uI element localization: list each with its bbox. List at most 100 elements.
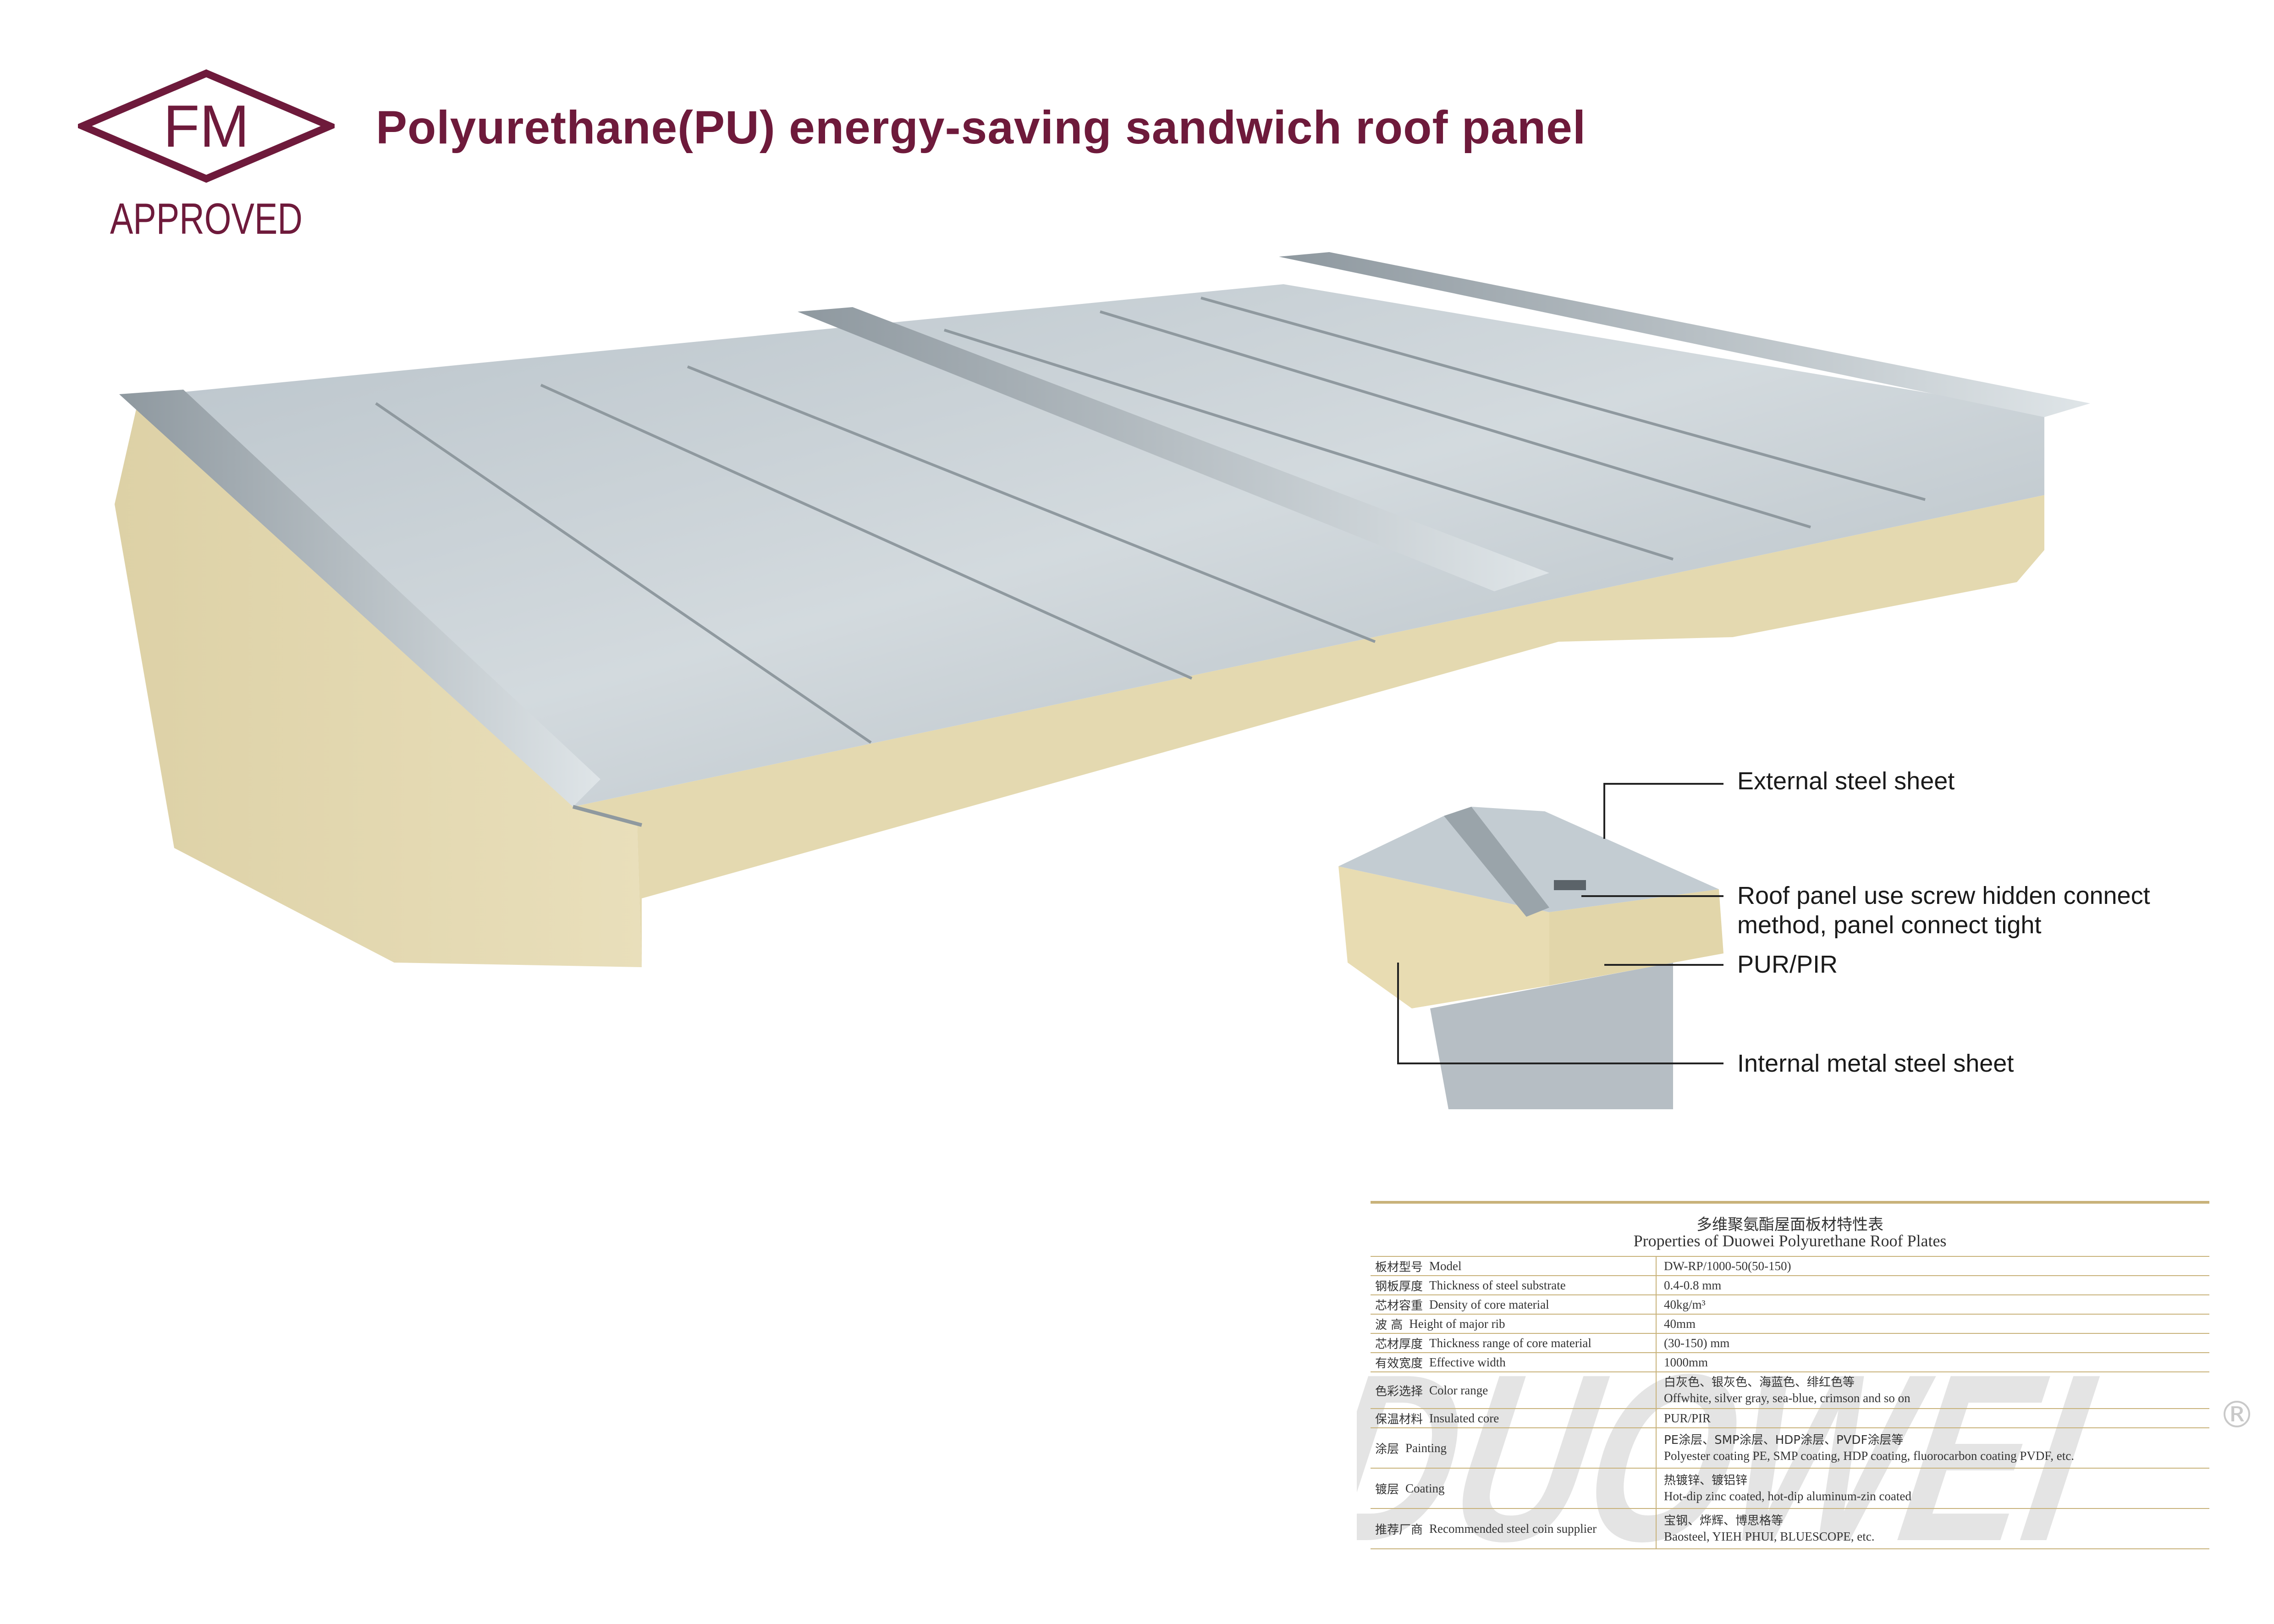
row-label-en: Thickness of steel substrate xyxy=(1429,1278,1566,1292)
table-row: 芯材容重 Density of core material 40kg/m³ xyxy=(1371,1294,2209,1314)
row-value-line: 白灰色、银灰色、海蓝色、绯红色等 xyxy=(1664,1376,1855,1389)
column-divider xyxy=(1656,1509,1657,1548)
row-value: 白灰色、银灰色、海蓝色、绯红色等 Offwhite, silver gray, s… xyxy=(1664,1372,2205,1408)
row-value-line: 宝钢、烨辉、博思格等 xyxy=(1664,1514,1784,1528)
foam-core-front xyxy=(115,403,642,967)
callout-hidden-connect-line2: method, panel connect tight xyxy=(1737,911,2042,939)
panel-edge-lip xyxy=(572,805,643,827)
minor-rib xyxy=(375,402,872,744)
fm-approved-logo: FM APPROVED xyxy=(73,69,340,243)
row-label-en: Height of major rib xyxy=(1409,1316,1505,1331)
row-label-en: Recommended steel coin supplier xyxy=(1429,1521,1597,1536)
row-label-cn: 色彩选择 xyxy=(1375,1384,1423,1398)
duowei-watermark: DUOWEI xyxy=(1357,1325,2109,1568)
column-divider xyxy=(1656,1334,1657,1352)
foam-core-side xyxy=(573,495,2044,967)
row-label-cn: 芯材容重 xyxy=(1375,1299,1423,1313)
row-value-line: Baosteel, YIEH PHUI, BLUESCOPE, etc. xyxy=(1664,1530,1875,1543)
table-row: 涂层 Painting PE涂层、SMP涂层、HDP涂层、PVDF涂层等 Polyes… xyxy=(1371,1427,2209,1468)
row-label-cn: 有效宽度 xyxy=(1375,1356,1423,1371)
row-label: 芯材厚度 Thickness range of core material xyxy=(1375,1334,1650,1352)
row-value-line: DW-RP/1000-50(50-150) xyxy=(1664,1259,1791,1273)
column-divider xyxy=(1656,1372,1657,1408)
row-label: 推荐厂商 Recommended steel coin supplier xyxy=(1375,1509,1650,1548)
svg-text:DUOWEI: DUOWEI xyxy=(1357,1325,2109,1568)
column-divider xyxy=(1656,1276,1657,1294)
row-value-line: PUR/PIR xyxy=(1664,1411,1711,1425)
callout-internal-steel: Internal metal steel sheet xyxy=(1737,1050,2014,1077)
row-label-cn: 镀层 xyxy=(1375,1482,1399,1497)
roof-panel-illustration xyxy=(115,252,2090,967)
row-label-en: Color range xyxy=(1429,1383,1488,1397)
row-value-line: Offwhite, silver gray, sea-blue, crimson… xyxy=(1664,1391,1911,1405)
column-divider xyxy=(1656,1315,1657,1333)
row-label-cn: 涂层 xyxy=(1375,1442,1399,1456)
minor-rib xyxy=(687,365,1376,643)
row-label: 涂层 Painting xyxy=(1375,1428,1650,1468)
row-value-line: Polyester coating PE, SMP coating, HDP c… xyxy=(1664,1449,2074,1463)
row-label-en: Coating xyxy=(1405,1481,1445,1495)
minor-rib xyxy=(540,384,1193,680)
row-label-en: Painting xyxy=(1405,1441,1447,1455)
fm-mark-text: FM xyxy=(163,93,249,160)
external-steel-top xyxy=(138,284,2044,807)
minor-rib xyxy=(1200,297,1926,501)
row-label-cn: 推荐厂商 xyxy=(1375,1523,1423,1537)
row-value: 40kg/m³ xyxy=(1664,1295,2205,1314)
column-divider xyxy=(1656,1353,1657,1371)
row-label-cn: 钢板厚度 xyxy=(1375,1279,1423,1294)
table-row: 芯材厚度 Thickness range of core material (30-… xyxy=(1371,1333,2209,1352)
major-rib-left xyxy=(119,390,600,807)
column-divider xyxy=(1656,1257,1657,1275)
row-value: PUR/PIR xyxy=(1664,1409,2205,1427)
callout-core: PUR/PIR xyxy=(1737,951,1838,978)
row-label-en: Insulated core xyxy=(1429,1411,1499,1425)
row-value: 宝钢、烨辉、博思格等 Baosteel, YIEH PHUI, BLUESCOPE… xyxy=(1664,1509,2205,1548)
page-title: Polyurethane(PU) energy-saving sandwich … xyxy=(376,101,1586,154)
row-label-cn: 保温材料 xyxy=(1375,1412,1423,1426)
row-value-line: Hot-dip zinc coated, hot-dip aluminum-zi… xyxy=(1664,1489,1911,1503)
row-value-line: 0.4-0.8 mm xyxy=(1664,1278,1722,1292)
row-value: PE涂层、SMP涂层、HDP涂层、PVDF涂层等 Polyester coatin… xyxy=(1664,1428,2205,1468)
fm-diamond-mark: FM APPROVED xyxy=(73,69,340,243)
table-top-rule xyxy=(1371,1201,2209,1204)
detail-external-steel xyxy=(1338,807,1719,912)
minor-rib xyxy=(944,329,1674,561)
table-row: 推荐厂商 Recommended steel coin supplier 宝钢、烨辉… xyxy=(1371,1508,2209,1548)
properties-table: 多维聚氨酯屋面板材特性表 Properties of Duowei Polyur… xyxy=(1371,1201,2209,1568)
row-value-line: 热镀锌、镀铝锌 xyxy=(1664,1474,1748,1487)
column-divider xyxy=(1656,1469,1657,1508)
column-divider xyxy=(1656,1295,1657,1314)
table-title-en: Properties of Duowei Polyurethane Roof P… xyxy=(1633,1232,1947,1250)
column-divider xyxy=(1656,1409,1657,1427)
row-label-en: Thickness range of core material xyxy=(1429,1336,1591,1350)
row-value-line: PE涂层、SMP涂层、HDP涂层、PVDF涂层等 xyxy=(1664,1433,1904,1447)
row-label: 钢板厚度 Thickness of steel substrate xyxy=(1375,1276,1650,1294)
major-rib-mid xyxy=(798,307,1549,591)
row-label-en: Effective width xyxy=(1429,1355,1506,1369)
row-value-line: 1000mm xyxy=(1664,1355,1708,1369)
row-label: 芯材容重 Density of core material xyxy=(1375,1295,1650,1314)
row-value-line: (30-150) mm xyxy=(1664,1336,1730,1350)
row-value: DW-RP/1000-50(50-150) xyxy=(1664,1257,2205,1275)
minor-rib xyxy=(1100,310,1811,528)
table-row: 镀层 Coating 热镀锌、镀铝锌 Hot-dip zinc coated, hot… xyxy=(1371,1468,2209,1508)
row-value: (30-150) mm xyxy=(1664,1334,2205,1352)
column-divider xyxy=(1656,1428,1657,1468)
row-value-line: 40kg/m³ xyxy=(1664,1298,1706,1311)
major-rib-right xyxy=(1279,252,2090,417)
table-row: 色彩选择 Color range 白灰色、银灰色、海蓝色、绯红色等 Offwhite,… xyxy=(1371,1371,2209,1408)
callout-external-steel: External steel sheet xyxy=(1737,767,1955,795)
table-row: 保温材料 Insulated core PUR/PIR xyxy=(1371,1408,2209,1427)
row-label-cn: 芯材厚度 xyxy=(1375,1337,1423,1351)
detail-rib xyxy=(1444,807,1549,917)
row-value: 1000mm xyxy=(1664,1353,2205,1371)
table-row: 有效宽度 Effective width 1000mm xyxy=(1371,1352,2209,1371)
table-row: 钢板厚度 Thickness of steel substrate 0.4-0.8 … xyxy=(1371,1275,2209,1294)
row-label-en: Density of core material xyxy=(1429,1297,1549,1311)
row-value: 0.4-0.8 mm xyxy=(1664,1276,2205,1294)
table-bottom-rule xyxy=(1371,1548,2209,1549)
